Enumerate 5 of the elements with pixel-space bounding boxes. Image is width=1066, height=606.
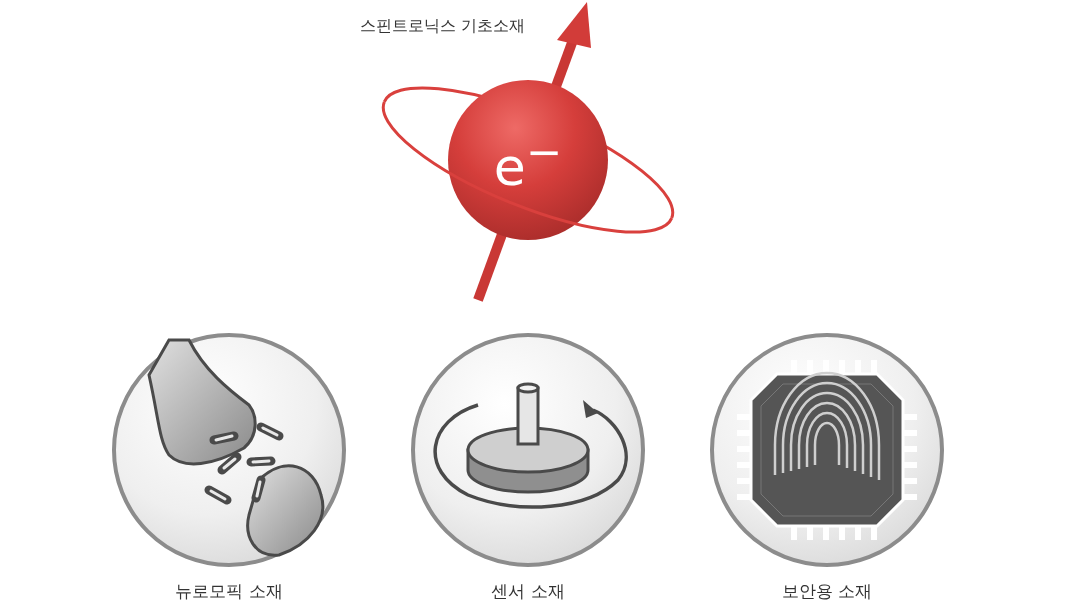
electron-symbol: e$^{−}$ [492, 126, 564, 198]
node-label: 센서 소재 [490, 580, 566, 603]
node-label: 보안용 소재 [780, 580, 874, 603]
node-label: 스핀트로닉스 기초소재 [360, 16, 526, 37]
node-label: 뉴로모픽 소재 [174, 580, 284, 603]
